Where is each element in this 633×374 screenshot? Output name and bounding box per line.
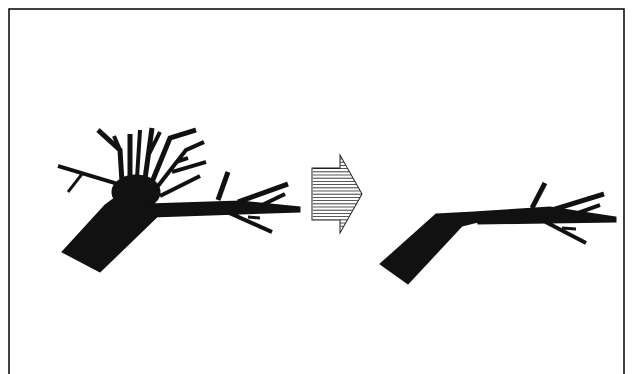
before-sprout-7 [160, 176, 200, 196]
before-left-shoot [58, 166, 118, 184]
before-main-limb [148, 201, 300, 217]
before-left-shoot-twig [68, 174, 82, 192]
before-sprout-1 [98, 130, 122, 182]
after-branch [380, 183, 616, 284]
before-branch [58, 128, 300, 272]
before-twig-1 [218, 172, 228, 200]
before-sprout-3 [137, 130, 140, 178]
before-twig-2 [238, 184, 288, 202]
after-twig-5 [562, 228, 576, 229]
before-twig-5 [248, 217, 260, 218]
transition-arrow-icon [312, 155, 362, 233]
after-twig-1 [532, 183, 545, 208]
after-trunk [380, 212, 478, 284]
